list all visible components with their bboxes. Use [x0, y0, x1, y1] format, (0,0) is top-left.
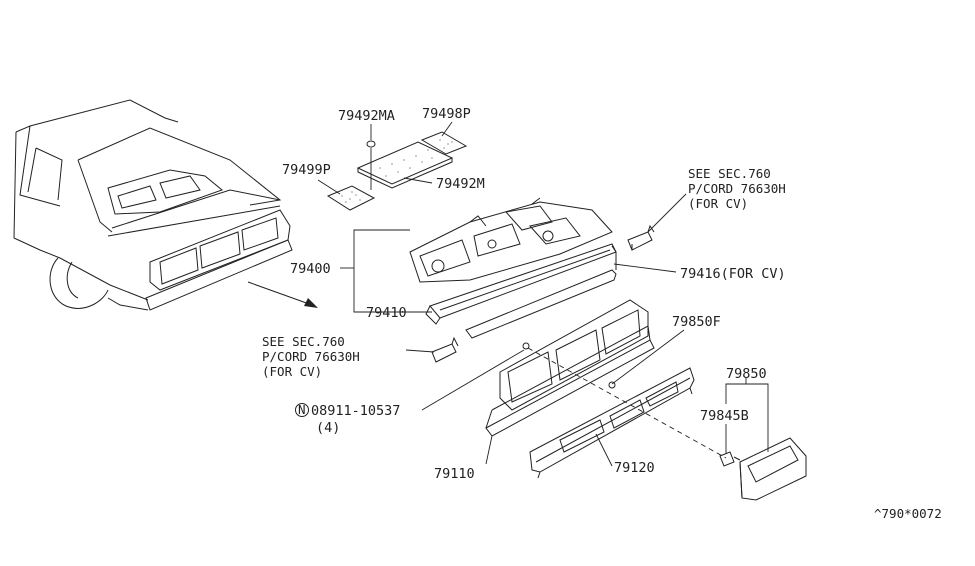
note-right-line1: SEE SEC.760: [688, 166, 771, 181]
part-79110-rear-panel: [485, 299, 655, 437]
label-79410: 79410: [366, 305, 407, 321]
note-left-line1: SEE SEC.760: [262, 334, 345, 349]
note-right-line2: P/CORD 76630H: [688, 181, 786, 196]
label-79120: 79120: [614, 460, 655, 476]
label-08911-qty: (4): [316, 420, 340, 436]
direction-arrow: [247, 281, 318, 308]
note-left-line2: P/CORD 76630H: [262, 349, 360, 364]
nut-symbol: N: [295, 402, 309, 417]
label-08911-10537: 08911-10537: [311, 403, 400, 419]
leader-lines: [317, 121, 769, 467]
part-79120-finisher-panel: [529, 367, 695, 479]
label-79416: 79416(FOR CV): [680, 266, 786, 282]
car-overview-illustration: [13, 99, 293, 311]
figure-code: ^790*0072: [874, 506, 942, 521]
part-79400-rear-floor-panel: [409, 197, 613, 283]
part-79492m-sheet: [356, 141, 454, 189]
bracket-right: [627, 224, 655, 251]
label-79499p: 79499P: [282, 162, 331, 178]
note-left-line3: (FOR CV): [262, 364, 322, 379]
label-79845b: 79845B: [700, 408, 749, 424]
label-79492ma: 79492MA: [338, 108, 395, 124]
part-79845b-bolt: [719, 451, 741, 467]
label-79850: 79850: [726, 366, 767, 382]
nut-symbol-letter: N: [298, 402, 306, 417]
part-79498p-pad: [420, 131, 468, 155]
label-79492m: 79492M: [436, 176, 485, 192]
part-79492ma-grommet: [366, 140, 376, 148]
part-79499p-pad: [326, 185, 376, 211]
alignment-dashed-line: [527, 347, 727, 459]
note-right-line3: (FOR CV): [688, 196, 748, 211]
label-79110: 79110: [434, 466, 475, 482]
label-79498p: 79498P: [422, 106, 471, 122]
part-79850-plate-bracket: [739, 437, 807, 501]
label-79850f: 79850F: [672, 314, 721, 330]
bracket-left: [431, 336, 459, 363]
label-79400: 79400: [290, 261, 331, 277]
